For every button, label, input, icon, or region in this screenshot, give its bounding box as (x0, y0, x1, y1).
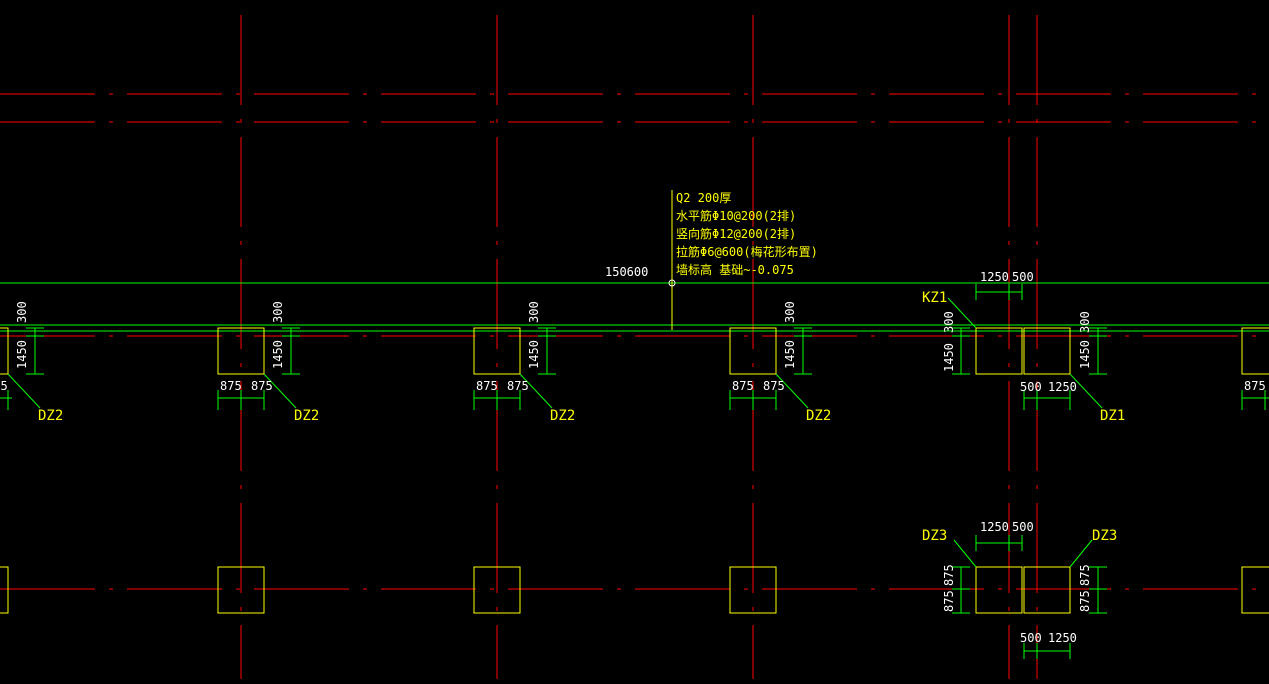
dim-500: 500 (1020, 380, 1042, 394)
dim-1450: 1450 (942, 343, 956, 372)
column-dz3-2 (1023, 566, 1071, 614)
column-dz2-4 (729, 327, 777, 375)
label-dz1: DZ1 (1100, 408, 1125, 424)
wall-note-leader (668, 190, 676, 330)
dim-300: 300 (1078, 311, 1092, 333)
wall-length-label: 150600 (605, 265, 648, 279)
dim-1450: 1450 (15, 340, 29, 369)
dim-875: 875 (1078, 590, 1092, 612)
column-dz2-1 (0, 327, 9, 375)
column-bottom-4 (729, 566, 777, 614)
dim-1250: 1250 (1048, 380, 1077, 394)
column-group-1: 300 1450 875 DZ2 (0, 301, 63, 424)
column-dz1 (1023, 327, 1071, 375)
dim-875: 875 (763, 379, 785, 393)
dim-300: 300 (783, 301, 797, 323)
dim-1250: 1250 (980, 270, 1009, 284)
wall-note-line-4: 拉筋Φ6@600(梅花形布置) (676, 244, 818, 259)
dim-1250: 1250 (1048, 631, 1077, 645)
label-dz2: DZ2 (806, 408, 831, 424)
dim-500: 500 (1020, 631, 1042, 645)
wall-lines (0, 282, 1269, 332)
column-group-2: 300 1450 875 875 DZ2 (217, 301, 319, 424)
dim-500: 500 (1012, 520, 1034, 534)
column-bottom-3 (473, 566, 521, 614)
dim-875: 875 (507, 379, 529, 393)
column-dz2-3 (473, 327, 521, 375)
label-kz1: KZ1 (922, 290, 947, 306)
dim-875: 875 (942, 564, 956, 586)
dim-875: 875 (0, 379, 8, 393)
dim-875: 875 (942, 590, 956, 612)
wall-note: Q2 200厚 水平筋Φ10@200(2排) 竖向筋Φ12@200(2排) 拉筋… (676, 191, 818, 277)
column-dz3-1 (975, 566, 1023, 614)
dim-1450: 1450 (783, 340, 797, 369)
dim-1450: 1450 (271, 340, 285, 369)
column-group-3: 300 1450 875 875 DZ2 (473, 301, 575, 424)
dim-300: 300 (527, 301, 541, 323)
wall-note-line-2: 水平筋Φ10@200(2排) (676, 208, 796, 223)
vertical-axis-lines (240, 15, 1038, 679)
label-dz3: DZ3 (1092, 528, 1117, 544)
dim-875: 875 (1244, 379, 1266, 393)
label-dz2: DZ2 (38, 408, 63, 424)
dim-875: 875 (476, 379, 498, 393)
column-group-6: 875 (1241, 379, 1269, 410)
column-bottom-7 (1241, 566, 1269, 614)
label-dz2: DZ2 (550, 408, 575, 424)
dim-500: 500 (1012, 270, 1034, 284)
label-dz3: DZ3 (922, 528, 947, 544)
dim-1450: 1450 (527, 340, 541, 369)
dim-300: 300 (15, 301, 29, 323)
columns-top-row (0, 327, 1269, 375)
column-group-dz3: 1250 500 DZ3 DZ3 875 875 875 875 500 125… (922, 520, 1117, 659)
wall-note-line-1: Q2 200厚 (676, 191, 731, 205)
column-bottom-2 (217, 566, 265, 614)
column-group-5: 1250 500 KZ1 300 1450 300 1450 500 1250 … (922, 270, 1125, 424)
dim-1250: 1250 (980, 520, 1009, 534)
column-kz1 (975, 327, 1023, 375)
dim-875: 875 (732, 379, 754, 393)
column-bottom-1 (0, 566, 9, 614)
column-dz2-5 (1241, 327, 1269, 375)
dim-300: 300 (271, 301, 285, 323)
columns-bottom-row (0, 566, 1269, 614)
label-dz2: DZ2 (294, 408, 319, 424)
wall-note-line-3: 竖向筋Φ12@200(2排) (676, 226, 796, 241)
dim-1450: 1450 (1078, 340, 1092, 369)
column-group-4: 300 1450 875 875 DZ2 (729, 301, 831, 424)
horizontal-axis-lines (0, 93, 1269, 590)
dim-300: 300 (942, 311, 956, 333)
column-dz2-2 (217, 327, 265, 375)
dim-875: 875 (1078, 564, 1092, 586)
dim-875: 875 (251, 379, 273, 393)
wall-note-line-5: 墙标高 基础~-0.075 (676, 262, 794, 277)
dim-875: 875 (220, 379, 242, 393)
